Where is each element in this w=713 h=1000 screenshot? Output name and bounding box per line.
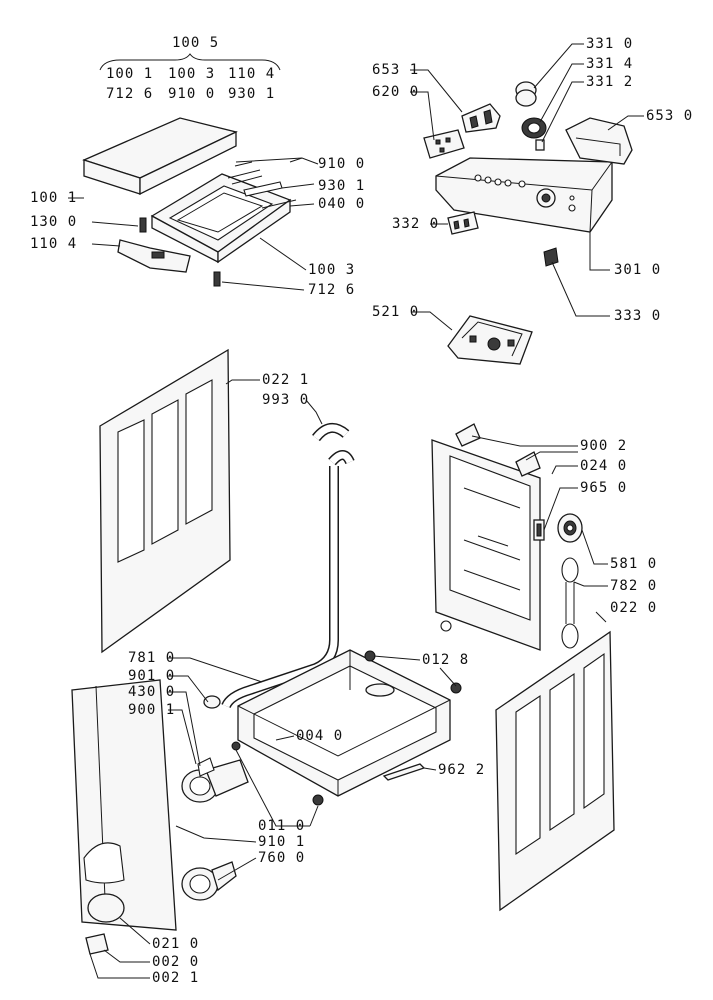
program-knob bbox=[515, 81, 547, 151]
right-side-panel bbox=[495, 630, 615, 912]
part-label: 581 0 bbox=[610, 556, 657, 572]
panel-bracket bbox=[461, 103, 501, 133]
part-label: 521 0 bbox=[372, 304, 419, 320]
part-label: 004 0 bbox=[296, 728, 343, 744]
part-label: 021 0 bbox=[152, 936, 199, 952]
filter-cover bbox=[87, 893, 125, 923]
part-label: 900 2 bbox=[580, 438, 627, 454]
part-label: 002 1 bbox=[152, 970, 199, 986]
frame-small-parts bbox=[117, 161, 297, 287]
part-label: 331 0 bbox=[586, 36, 633, 52]
part-label: 100 3 bbox=[308, 262, 355, 278]
front-panel bbox=[71, 679, 177, 931]
part-label: 040 0 bbox=[318, 196, 365, 212]
part-label: 331 4 bbox=[586, 56, 633, 72]
part-label: 430 0 bbox=[128, 684, 175, 700]
part-label: 653 1 bbox=[372, 62, 419, 78]
panel-side-bracket bbox=[565, 117, 633, 165]
electronic-board bbox=[423, 129, 465, 159]
pulley bbox=[557, 513, 583, 543]
base-frame bbox=[237, 649, 462, 806]
part-label: 110 4 bbox=[30, 236, 77, 252]
drive-belt bbox=[561, 557, 579, 649]
part-label: 900 1 bbox=[128, 702, 175, 718]
control-module bbox=[447, 315, 533, 365]
part-label: 024 0 bbox=[580, 458, 627, 474]
panel-connector bbox=[447, 211, 479, 235]
part-label: 022 0 bbox=[610, 600, 657, 616]
part-label: 653 0 bbox=[646, 108, 693, 124]
leader-lines bbox=[68, 43, 644, 979]
part-label: 782 0 bbox=[610, 578, 657, 594]
part-label: 022 1 bbox=[262, 372, 309, 388]
left-side-panel bbox=[99, 348, 231, 654]
header-row2-item: 712 6 bbox=[106, 86, 153, 102]
part-label: 712 6 bbox=[308, 282, 355, 298]
header-top-label: 100 5 bbox=[172, 35, 219, 51]
part-label: 301 0 bbox=[614, 262, 661, 278]
part-labels: 653 1 620 0 331 0 331 4 331 2 653 0 910 … bbox=[30, 36, 693, 986]
panel-clip bbox=[543, 247, 559, 267]
header-row1-item: 110 4 bbox=[228, 66, 275, 82]
cover-latch bbox=[85, 933, 109, 955]
top-lid bbox=[82, 117, 238, 196]
part-label: 012 8 bbox=[422, 652, 469, 668]
rear-panel bbox=[431, 423, 541, 651]
part-label: 002 0 bbox=[152, 954, 199, 970]
part-label: 331 2 bbox=[586, 74, 633, 90]
header-group: 100 5 100 1 100 3 110 4 712 6 910 0 930 … bbox=[99, 35, 281, 102]
part-label: 962 2 bbox=[438, 762, 485, 778]
part-label: 993 0 bbox=[262, 392, 309, 408]
header-row2-item: 930 1 bbox=[228, 86, 275, 102]
part-label: 333 0 bbox=[614, 308, 661, 324]
part-label: 620 0 bbox=[372, 84, 419, 100]
header-brace bbox=[99, 53, 281, 71]
part-label: 901 0 bbox=[128, 668, 175, 684]
part-label: 965 0 bbox=[580, 480, 627, 496]
header-row1-item: 100 1 bbox=[106, 66, 153, 82]
part-label: 130 0 bbox=[30, 214, 77, 230]
drain-pump bbox=[181, 695, 249, 803]
part-label: 100 1 bbox=[30, 190, 77, 206]
part-label: 011 0 bbox=[258, 818, 305, 834]
header-row1-item: 100 3 bbox=[168, 66, 215, 82]
pump-filter bbox=[181, 861, 237, 901]
part-label: 760 0 bbox=[258, 850, 305, 866]
part-label: 910 1 bbox=[258, 834, 305, 850]
part-label: 332 0 bbox=[392, 216, 439, 232]
top-frame bbox=[150, 173, 292, 264]
part-label: 781 0 bbox=[128, 650, 175, 666]
header-row2-item: 910 0 bbox=[168, 86, 215, 102]
rear-clip bbox=[533, 519, 545, 541]
part-label: 930 1 bbox=[318, 178, 365, 194]
control-panel bbox=[435, 157, 613, 233]
part-label: 910 0 bbox=[318, 156, 365, 172]
